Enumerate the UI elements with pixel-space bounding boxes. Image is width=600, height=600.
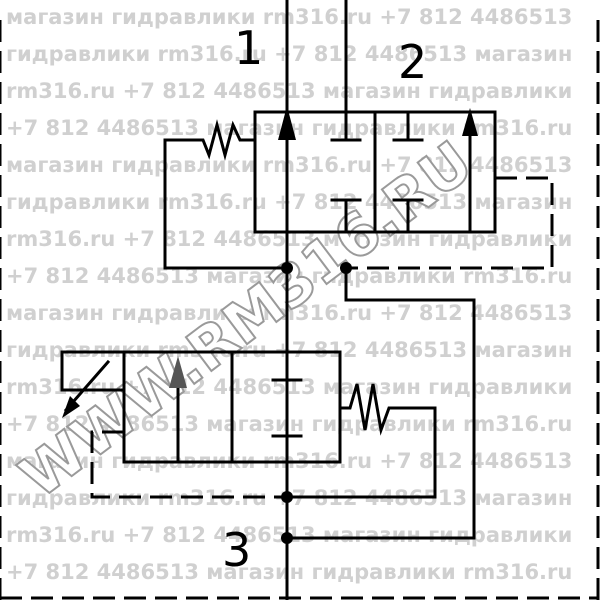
up-arrow-icon: [462, 108, 478, 136]
watermark-line: магазин гидравлики rm316.ru +7 812 44865…: [6, 301, 572, 325]
watermark-line: магазин гидравлики rm316.ru +7 812 44865…: [6, 5, 572, 29]
spring-icon: [163, 119, 289, 270]
up-arrow-icon: [169, 356, 187, 388]
watermark-line: гидравлики rm316.ru +7 812 4486513 магаз…: [6, 190, 572, 214]
adjustable-arrowhead-icon: [62, 396, 80, 418]
port-label-1: 1: [234, 21, 263, 75]
watermark-line: rm316.ru +7 812 4486513 магазин гидравли…: [6, 79, 572, 103]
watermark-line: гидравлики rm316.ru +7 812 4486513 магаз…: [6, 338, 572, 362]
port-label-3: 3: [222, 523, 251, 577]
junction-dot: [281, 262, 293, 274]
watermark-layer: магазин гидравлики rm316.ru +7 812 44865…: [6, 5, 572, 584]
watermark-line: +7 812 4486513 магазин гидравлики rm316.…: [6, 412, 572, 436]
watermark-line: +7 812 4486513 магазин гидравлики rm316.…: [6, 560, 572, 584]
upper-pilot-line: [346, 176, 554, 270]
upper-valve: [163, 106, 554, 270]
outer-enclosure: [0, 20, 600, 600]
watermark-line: гидравлики rm316.ru +7 812 4486513 магаз…: [6, 42, 572, 66]
lower-valve: [60, 350, 437, 499]
watermark-line: магазин гидравлики rm316.ru +7 812 44865…: [6, 153, 572, 177]
port-label-2: 2: [398, 35, 427, 89]
lower-pilot-line: [90, 430, 287, 499]
spring-icon: [285, 383, 437, 499]
lower-valve-actuator: [60, 350, 126, 392]
up-arrow-icon: [278, 106, 296, 140]
port2-to-port3-line: [285, 266, 476, 540]
